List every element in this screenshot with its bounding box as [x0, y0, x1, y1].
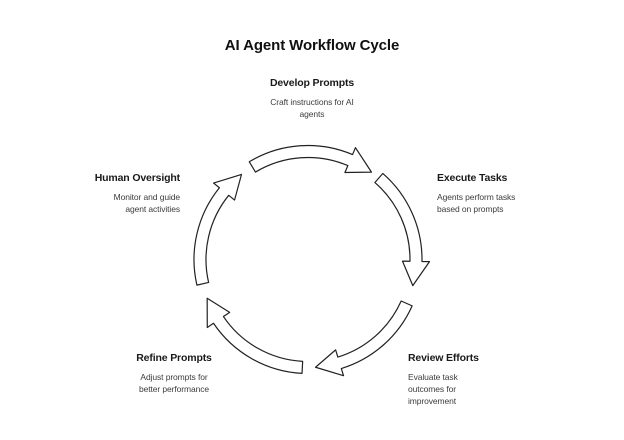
arrow-human-to-develop — [193, 173, 243, 286]
diagram-title: AI Agent Workflow Cycle — [224, 37, 400, 54]
step-execute-tasks: Execute Tasks Agents perform tasks based… — [437, 172, 567, 215]
step-review-efforts-description: Evaluate task outcomes for improvement — [408, 372, 458, 406]
arrow-execute-to-review — [374, 172, 431, 287]
step-human-oversight-title: Human Oversight — [94, 172, 180, 184]
step-develop-prompts-title: Develop Prompts — [269, 77, 355, 89]
step-review-efforts: Review Efforts Evaluate task outcomes fo… — [408, 352, 538, 407]
step-refine-prompts: Refine Prompts Adjust prompts for better… — [104, 352, 244, 395]
step-refine-prompts-description: Adjust prompts for better performance — [138, 372, 209, 394]
arrow-refine-to-human — [206, 297, 304, 374]
arrow-review-to-refine — [314, 300, 413, 377]
step-execute-tasks-title: Execute Tasks — [437, 172, 508, 184]
step-develop-prompts-description: Craft instructions for AI agents — [270, 97, 354, 119]
step-refine-prompts-title: Refine Prompts — [136, 352, 212, 364]
step-human-oversight-description: Monitor and guide agent activities — [113, 192, 180, 214]
step-execute-tasks-description: Agents perform tasks based on prompts — [437, 192, 516, 214]
arrow-develop-to-execute — [248, 144, 373, 174]
step-human-oversight: Human Oversight Monitor and guide agent … — [40, 172, 180, 215]
step-review-efforts-title: Review Efforts — [408, 352, 479, 364]
step-develop-prompts: Develop Prompts Craft instructions for A… — [212, 77, 412, 120]
